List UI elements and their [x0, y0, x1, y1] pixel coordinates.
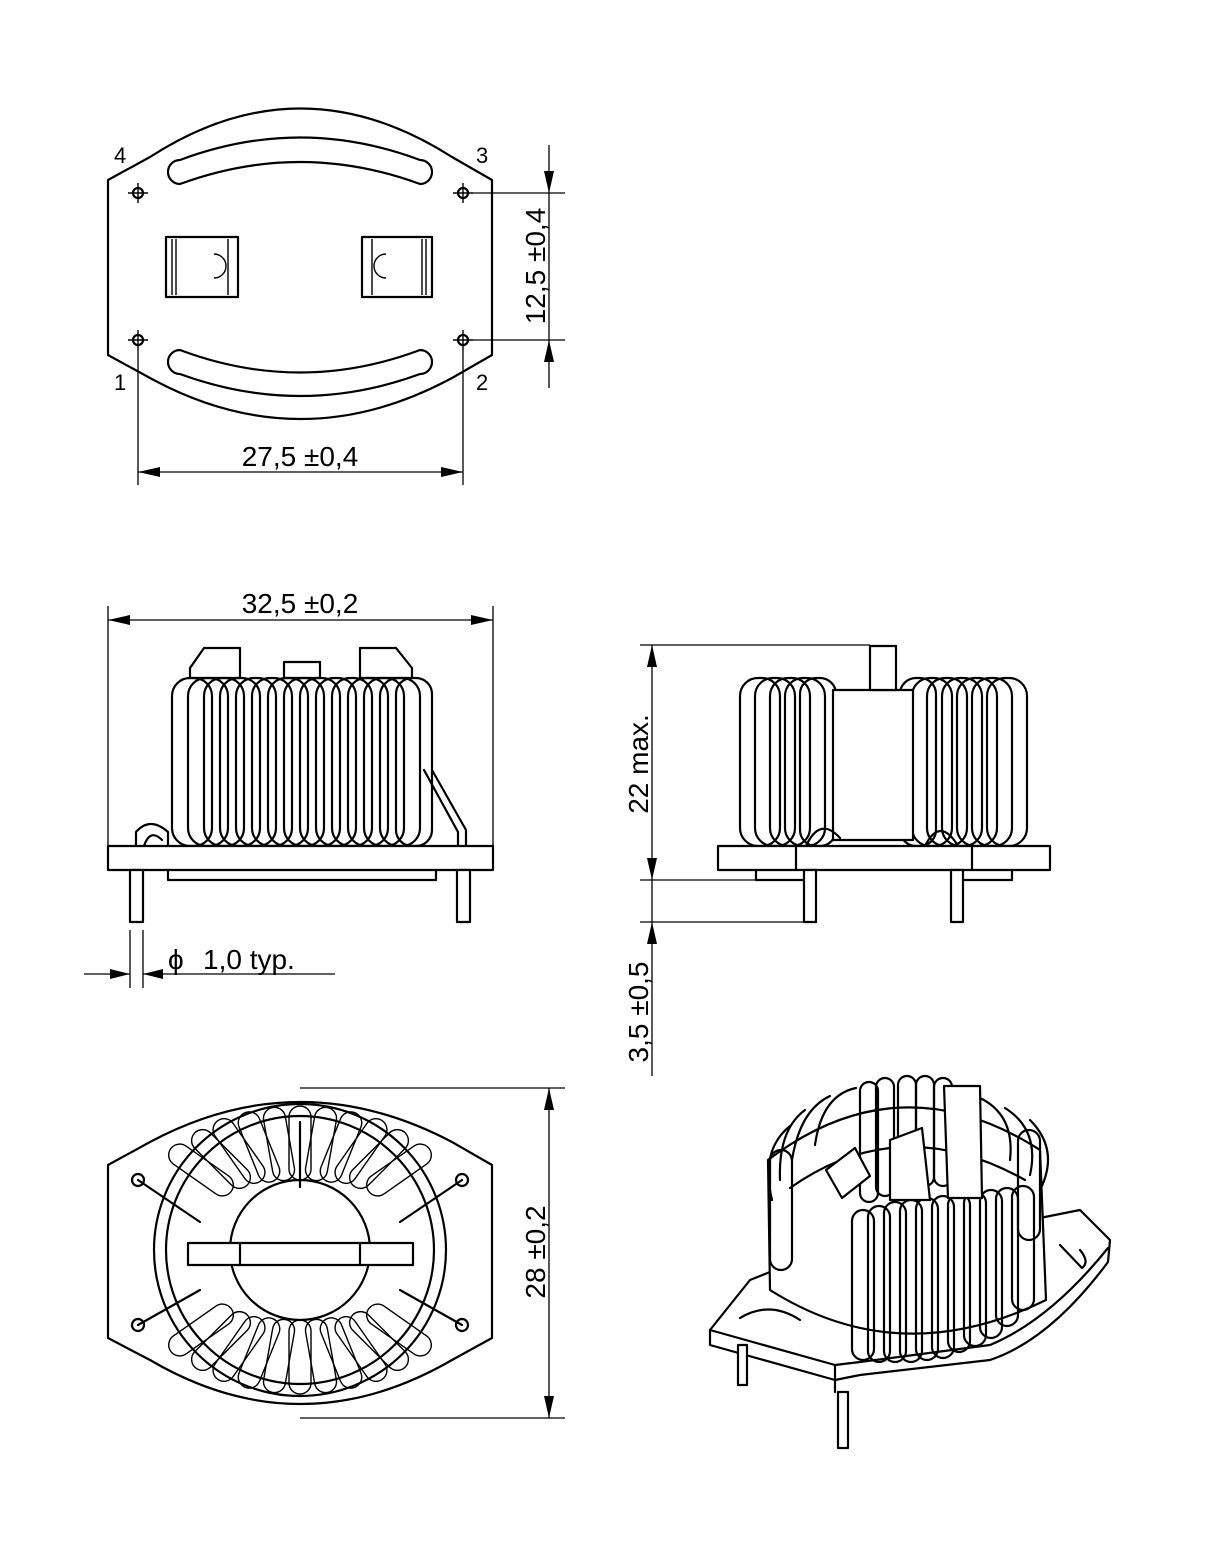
pin-hole-3	[453, 183, 473, 203]
pin-label-1: 1	[114, 370, 126, 395]
dim-overall-width: 32,5 ±0,2	[242, 588, 359, 619]
dim-pin-diameter: 1,0 typ.	[203, 944, 295, 975]
dim-height-max: 22 max.	[623, 714, 654, 814]
pin-hole-2	[453, 330, 473, 350]
footprint-view: 4 3 1 2 27,5 ±0,4 12,5 ±0,4	[106, 107, 565, 485]
dim-overall-depth: 28 ±0,2	[520, 1205, 551, 1298]
dim-pin-length: 3,5 ±0,5	[623, 962, 654, 1063]
pin-label-3: 3	[476, 143, 488, 168]
side-view: 22 max. 3,5 ±0,5	[623, 644, 1052, 1076]
pin-hole-4	[128, 183, 148, 203]
dim-pin-spacing-x: 27,5 ±0,4	[242, 441, 359, 472]
pin-hole-1	[128, 330, 148, 350]
dim-pin-spacing-y: 12,5 ±0,4	[520, 208, 551, 325]
pin-label-2: 2	[476, 370, 488, 395]
pin-label-4: 4	[114, 143, 126, 168]
top-view: 28 ±0,2	[106, 1087, 565, 1419]
isometric-view	[708, 1074, 1112, 1450]
diameter-symbol: ϕ	[168, 944, 184, 975]
front-view: 32,5 ±0,2 ϕ 1,0 typ.	[84, 588, 495, 988]
